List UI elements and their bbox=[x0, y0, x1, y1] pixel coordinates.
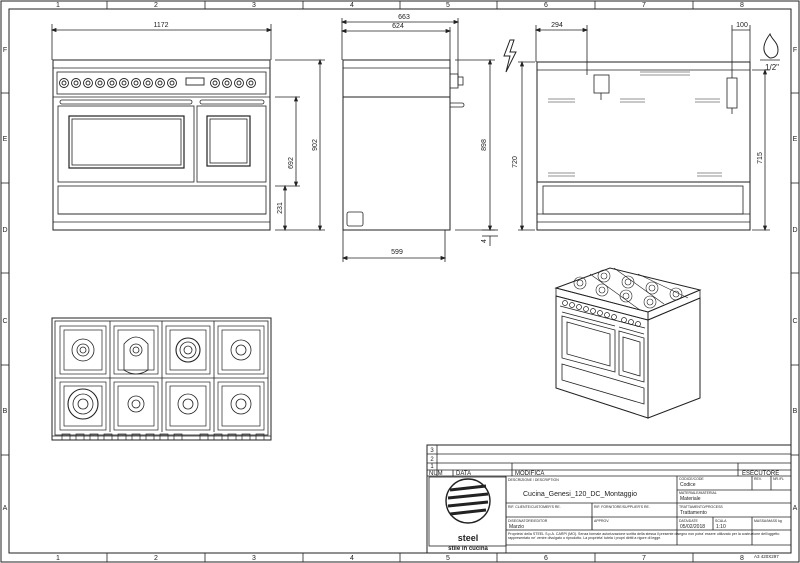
tb-nr-label: NR./FL bbox=[773, 477, 784, 481]
dim-rear-height-right: 715 bbox=[757, 152, 764, 164]
tb-logo-word: steel bbox=[458, 533, 479, 543]
col-label-bottom-4: 4 bbox=[350, 555, 354, 562]
row-label-right-C: C bbox=[792, 318, 797, 325]
col-label-bottom-5: 5 bbox=[446, 555, 450, 562]
col-label-bottom-6: 6 bbox=[544, 555, 548, 562]
hob-burners bbox=[67, 336, 252, 420]
steel-logo-icon bbox=[445, 478, 491, 524]
side-view bbox=[340, 18, 498, 262]
title-block bbox=[426, 444, 792, 554]
col-label-bottom-1: 1 bbox=[56, 555, 60, 562]
dim-side-depth-base: 599 bbox=[391, 249, 403, 256]
electric-symbol-icon bbox=[503, 39, 517, 73]
front-knobs bbox=[59, 77, 256, 88]
col-label-top-3: 3 bbox=[252, 2, 256, 9]
col-label-top-8: 8 bbox=[740, 2, 744, 9]
col-label-bottom-8: 8 bbox=[740, 555, 744, 562]
col-label-top-1: 1 bbox=[56, 2, 60, 9]
row-label-left-C: C bbox=[2, 318, 7, 325]
tb-designer-label: DISEGNATORE/EDITOR bbox=[508, 519, 548, 523]
dim-front-height-body: 692 bbox=[288, 157, 295, 169]
dim-gas-fitting: 1/2" bbox=[765, 63, 779, 72]
row-label-right-D: D bbox=[792, 227, 797, 234]
rev-row-2: 2 bbox=[430, 457, 434, 463]
tb-scale: 1:10 bbox=[716, 524, 726, 530]
row-label-right-A: A bbox=[793, 505, 798, 512]
rev-row-3: 3 bbox=[430, 448, 434, 454]
dim-rear-height-left: 720 bbox=[512, 156, 519, 168]
row-label-right-F: F bbox=[793, 47, 797, 54]
front-view bbox=[50, 24, 325, 232]
col-label-top-4: 4 bbox=[350, 2, 354, 9]
tb-codice: Codice bbox=[680, 482, 696, 488]
row-label-left-B: B bbox=[3, 408, 8, 415]
tb-approv-label: APPROV. bbox=[594, 519, 609, 523]
col-label-bottom-3: 3 bbox=[252, 555, 256, 562]
tb-rev-label: REV. bbox=[754, 477, 762, 481]
tb-materiale-label: MATERIALE/MATERIAL bbox=[679, 491, 717, 495]
tb-trattamento-label: TRATTAMENTO/PROCESS bbox=[679, 505, 723, 509]
tb-descrizione: Cucina_Genesi_120_DC_Montaggio bbox=[523, 491, 637, 498]
tb-date-label: DATA/DATE bbox=[679, 519, 699, 523]
col-label-top-5: 5 bbox=[446, 2, 450, 9]
col-label-bottom-2: 2 bbox=[154, 555, 158, 562]
rev-row-1: 1 bbox=[430, 464, 434, 470]
tb-codice-label: CODICE/CODE bbox=[679, 477, 704, 481]
hob-knob-row bbox=[61, 433, 265, 441]
tb-col-data: DATA bbox=[456, 471, 471, 477]
dim-rear-offset: 294 bbox=[551, 22, 563, 29]
row-label-left-A: A bbox=[3, 505, 8, 512]
row-label-left-D: D bbox=[2, 227, 7, 234]
tb-scale-label: SCALA bbox=[715, 519, 727, 523]
dim-front-width: 1172 bbox=[153, 22, 168, 29]
row-label-right-B: B bbox=[793, 408, 798, 415]
col-label-top-2: 2 bbox=[154, 2, 158, 9]
row-label-left-E: E bbox=[3, 136, 8, 143]
dim-rear-gas-offset: 100 bbox=[736, 22, 748, 29]
row-label-left-F: F bbox=[3, 47, 7, 54]
tb-format: A3 420X297 bbox=[754, 554, 779, 559]
isometric-view bbox=[554, 267, 702, 419]
tb-trattamento: Trattamento bbox=[680, 510, 707, 516]
sheet-inner-border bbox=[8, 8, 792, 554]
dim-side-depth-outer: 663 bbox=[398, 14, 410, 21]
dim-side-depth-inner: 624 bbox=[392, 23, 404, 30]
tb-col-modifica: MODIFICA bbox=[515, 471, 544, 477]
row-label-right-E: E bbox=[793, 136, 798, 143]
tb-cliente-label: RIF. CLIENTE/CUSTOMER'S RE. bbox=[508, 505, 561, 509]
dim-side-foot: 4 bbox=[481, 239, 488, 243]
tb-logo-tagline: stile in cucina bbox=[448, 546, 488, 552]
tb-designer: Marzio bbox=[509, 524, 524, 530]
top-view-hob bbox=[51, 317, 272, 441]
tb-materiale: Materiale bbox=[680, 496, 701, 502]
rear-view bbox=[518, 25, 770, 232]
col-label-top-6: 6 bbox=[544, 2, 548, 9]
tb-date: 05/02/2018 bbox=[680, 524, 705, 530]
tb-col-esecutore: ESECUTORE bbox=[742, 471, 779, 477]
tb-col-num: NUM bbox=[429, 471, 443, 477]
col-label-bottom-7: 7 bbox=[642, 555, 646, 562]
tb-fornitore-label: RIF. FORNITORE/SUPPLIER'S RE. bbox=[594, 505, 650, 509]
tb-descrizione-label: DESCRIZIONE / DESCRIPTION bbox=[508, 478, 559, 482]
gas-flame-icon bbox=[760, 32, 780, 61]
tb-legal-text: Proprieta' della STEEL S.p.A. CARPI (MO)… bbox=[508, 532, 780, 541]
dim-side-height: 898 bbox=[481, 139, 488, 151]
tb-mass-label: MASSA/MASS kg bbox=[754, 519, 782, 523]
col-label-top-7: 7 bbox=[642, 2, 646, 9]
dim-front-height-plinth: 231 bbox=[277, 202, 284, 214]
dim-front-height-total: 902 bbox=[312, 139, 319, 151]
